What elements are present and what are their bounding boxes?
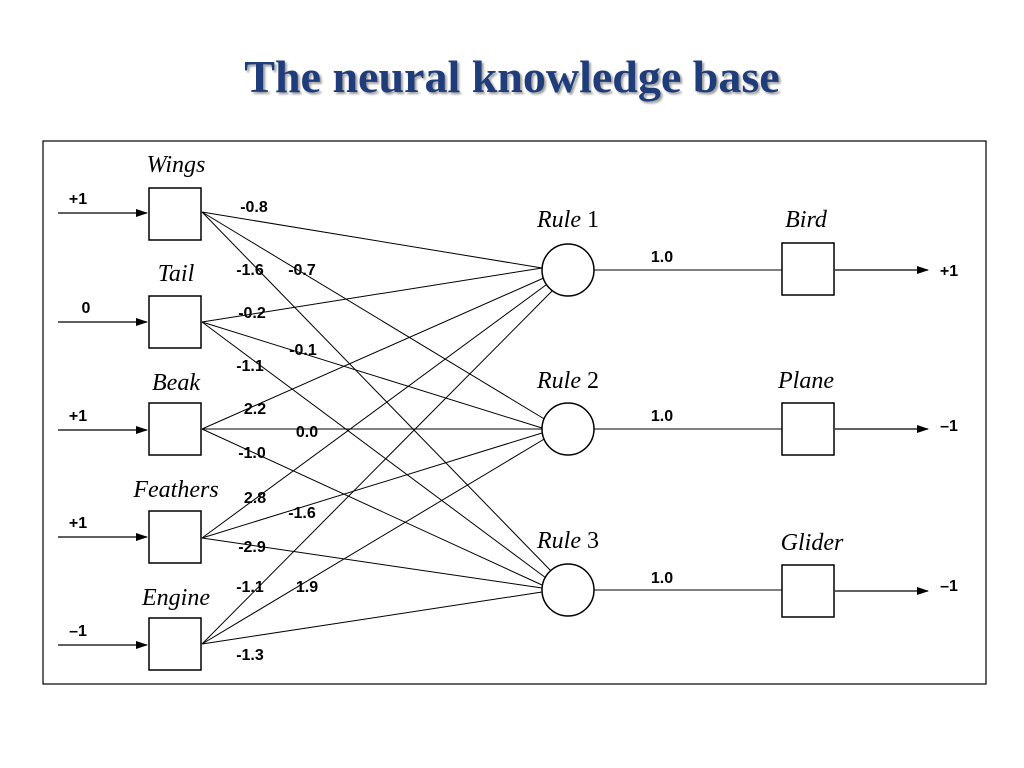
edge-wings-rule1	[201, 211, 543, 269]
input-label-tail: Tail	[158, 261, 195, 287]
input-value-beak: +1	[69, 408, 87, 425]
output-node-plane	[781, 402, 835, 456]
output-node-bird	[781, 242, 835, 296]
rule-output-connections	[594, 269, 782, 591]
rule-node-3	[541, 563, 595, 617]
input-node-wings	[148, 187, 202, 241]
input-node-beak	[148, 402, 202, 456]
weight-wings-rule1: -0.8	[240, 199, 268, 216]
weight-wings-rule3: -1.6	[236, 262, 264, 279]
edge-feathers-rule1	[201, 281, 551, 539]
edge-engine-rule2	[201, 437, 547, 645]
input-value-tail: 0	[82, 300, 91, 317]
edge-beak-rule1	[201, 276, 547, 430]
rule-word-2: Rule	[536, 368, 581, 394]
weight-tail-rule1: -0.2	[238, 305, 266, 322]
weight-feathers-rule2: -1.6	[288, 505, 316, 522]
rule-node-2	[541, 402, 595, 456]
rule-word-1: Rule	[536, 207, 581, 233]
slide-title: The neural knowledge base	[244, 51, 780, 102]
rule-label-3: Rule 3	[536, 528, 599, 554]
rule-word-3: Rule	[536, 528, 581, 554]
edge-beak-rule3	[201, 428, 543, 586]
weight-rule1-bird: 1.0	[651, 249, 673, 266]
rule-label-1: Rule 1	[536, 207, 599, 233]
weight-wings-rule2: -0.7	[288, 262, 316, 279]
output-label-glider: Glider	[781, 530, 844, 556]
weight-beak-rule3: -1.0	[238, 445, 266, 462]
input-node-engine	[148, 617, 202, 671]
edge-feathers-rule3	[201, 537, 543, 589]
weight-tail-rule3: -1.1	[236, 358, 264, 375]
edge-tail-rule1	[201, 267, 543, 323]
output-label-bird: Bird	[785, 207, 828, 233]
input-value-engine: –1	[69, 623, 87, 640]
output-node-glider	[781, 564, 835, 618]
input-value-feathers: +1	[69, 515, 87, 532]
output-label-plane: Plane	[777, 368, 834, 394]
input-arrows	[58, 209, 148, 649]
weight-rule2-plane: 1.0	[651, 408, 673, 425]
edge-wings-rule3	[201, 211, 553, 573]
input-node-feathers	[148, 510, 202, 564]
input-label-feathers: Feathers	[132, 477, 218, 503]
weight-tail-rule2: -0.1	[289, 342, 317, 359]
weight-engine-rule3: -1.3	[236, 647, 264, 664]
edge-tail-rule2	[201, 321, 543, 429]
edge-engine-rule1	[201, 286, 557, 645]
output-arrows	[835, 266, 929, 595]
edge-feathers-rule2	[201, 432, 543, 539]
output-value-glider: –1	[940, 578, 958, 595]
rule-label-2: Rule 2	[536, 368, 599, 394]
rule-node-1	[541, 243, 595, 297]
rule-number-1: 1	[587, 207, 599, 233]
input-label-wings: Wings	[147, 152, 206, 178]
input-rule-connections	[201, 211, 557, 645]
edge-wings-rule2	[201, 211, 547, 421]
weight-feathers-rule3: -2.9	[238, 539, 266, 556]
weight-feathers-rule1: 2.8	[244, 490, 266, 507]
output-value-bird: +1	[940, 263, 958, 280]
weight-rule3-glider: 1.0	[651, 570, 673, 587]
edge-tail-rule3	[201, 321, 547, 579]
weight-engine-rule2: 1.9	[296, 579, 318, 596]
input-node-tail	[148, 295, 202, 349]
rule-number-3: 3	[587, 528, 599, 554]
weight-engine-rule1: -1.1	[236, 579, 264, 596]
edge-engine-rule3	[201, 591, 543, 645]
input-value-wings: +1	[69, 191, 87, 208]
weight-beak-rule2: 0.0	[296, 424, 318, 441]
output-value-plane: –1	[940, 418, 958, 435]
weight-beak-rule1: 2.2	[244, 401, 266, 418]
input-label-beak: Beak	[152, 370, 200, 396]
input-label-engine: Engine	[141, 585, 210, 611]
rule-number-2: 2	[587, 368, 599, 394]
